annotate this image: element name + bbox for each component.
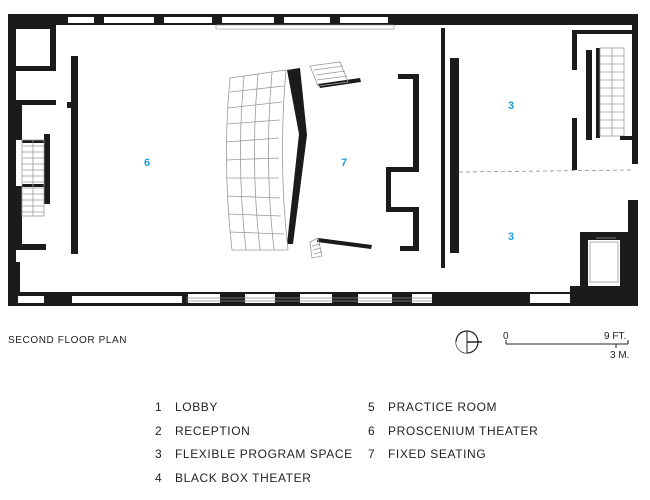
legend-left-column: 1 LOBBY 2 RECEPTION 3 FLEXIBLE PROGRAM SPAC…	[155, 396, 353, 490]
legend-item: 5 PRACTICE ROOM	[368, 396, 538, 420]
program-space-walls	[450, 30, 633, 253]
legend-right-column: 5 PRACTICE ROOM 6 PROSCENIUM THEATER 7 FIXE…	[368, 396, 538, 467]
legend-number: 1	[155, 400, 163, 414]
legend-number: 4	[155, 470, 163, 485]
room-number-7: 7	[341, 157, 347, 169]
top-windows	[68, 17, 395, 30]
legend-number: 7	[368, 447, 376, 461]
legend-label: FLEXIBLE PROGRAM SPACE	[175, 447, 353, 461]
legend-number: 6	[368, 423, 376, 438]
bottom-windows	[18, 294, 570, 303]
fixed-seating	[225, 69, 289, 251]
room-number-3-upper: 3	[508, 100, 514, 112]
legend-number: 2	[155, 423, 163, 438]
scale-feet-label: 9 FT.	[604, 331, 626, 342]
outer-walls	[8, 14, 638, 306]
legend-number: 3	[155, 447, 163, 461]
room-numbers: 6 7 3 3	[144, 100, 514, 243]
legend-item: 3 FLEXIBLE PROGRAM SPACE	[155, 443, 353, 467]
proscenium-walls	[67, 56, 372, 254]
legend-label: PRACTICE ROOM	[388, 400, 498, 414]
plan-title: SECOND FLOOR PLAN	[8, 335, 128, 346]
left-service-block	[10, 25, 56, 292]
legend-label: PROSCENIUM THEATER	[388, 423, 539, 438]
legend-label: RECEPTION	[175, 423, 251, 438]
scale-meters-label: 3 M.	[610, 350, 629, 361]
legend-label: BLACK BOX THEATER	[175, 470, 312, 485]
legend-item: 7 FIXED SEATING	[368, 443, 538, 467]
stage-walls	[386, 28, 445, 268]
scale-bar: 0 9 FT. 3 M.	[503, 331, 629, 361]
right-stair-lower	[570, 232, 628, 294]
scale-zero-label: 0	[503, 331, 509, 342]
room-number-3-lower: 3	[508, 231, 514, 243]
legend-number: 5	[368, 400, 376, 414]
right-stair-upper	[577, 30, 633, 140]
legend-label: LOBBY	[175, 400, 219, 414]
legend-item: 1 LOBBY	[155, 396, 353, 420]
legend-item: 2 RECEPTION	[155, 420, 353, 444]
room-number-6: 6	[144, 157, 150, 169]
legend-item: 6 PROSCENIUM THEATER	[368, 420, 538, 444]
legend-item: 4 BLACK BOX THEATER	[155, 467, 353, 491]
left-stair	[21, 139, 45, 217]
stage-stairs	[309, 61, 349, 259]
north-arrow-icon	[455, 330, 482, 354]
legend-label: FIXED SEATING	[388, 447, 487, 461]
